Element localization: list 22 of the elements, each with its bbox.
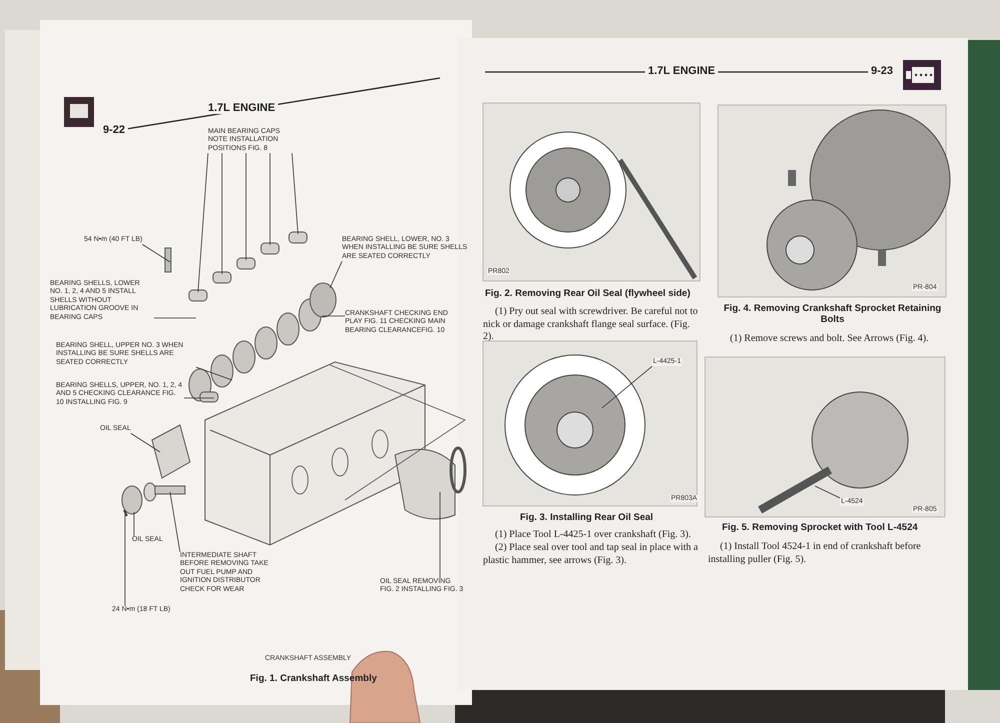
leader-line (130, 433, 160, 452)
body-paragraph: (1) Place Tool L-4425-1 over crankshaft (Fig. 3). (494, 529, 692, 542)
running-header: 1.7L ENGINE (645, 65, 718, 77)
leader-line (330, 260, 342, 288)
leader-line (292, 152, 298, 234)
leader-line (198, 152, 208, 292)
figure-caption: Fig. 2. Removing Rear Oil Seal (flywheel side) (485, 288, 692, 299)
figure-caption: Fig. 1. Crankshaft Assembly (250, 673, 377, 684)
leader-line (814, 486, 840, 498)
page-number: 9-22 (100, 124, 128, 136)
leader-line (170, 492, 180, 552)
leader-line (142, 244, 170, 262)
leader-line (602, 366, 652, 408)
body-paragraph: (1) Pry out seal with screwdriver. Be careful not to nick or damage crankshaft flange seal surface. (Fig. 2). (483, 306, 699, 344)
leader-line (124, 514, 126, 606)
body-paragraph: (1) Install Tool 4524-1 in end of crankshaft before installing puller (Fig. 5). (708, 541, 922, 566)
figure-caption: Fig. 4. Removing Crankshaft Sprocket Retaining Bolts (722, 303, 942, 325)
figure-caption: Fig. 3. Installing Rear Oil Seal (520, 512, 654, 523)
body-paragraph: (1) Remove screws and bolt. See Arrows (Fig. 4). (729, 333, 930, 346)
body-paragraph: (2) Place seal over tool and tap seal in place with a plastic hammer, see arrows (Fig. 3). (483, 542, 699, 567)
page-number: 9-23 (868, 65, 896, 77)
figure-caption: Fig. 5. Removing Sprocket with Tool L-4524 (722, 522, 918, 533)
